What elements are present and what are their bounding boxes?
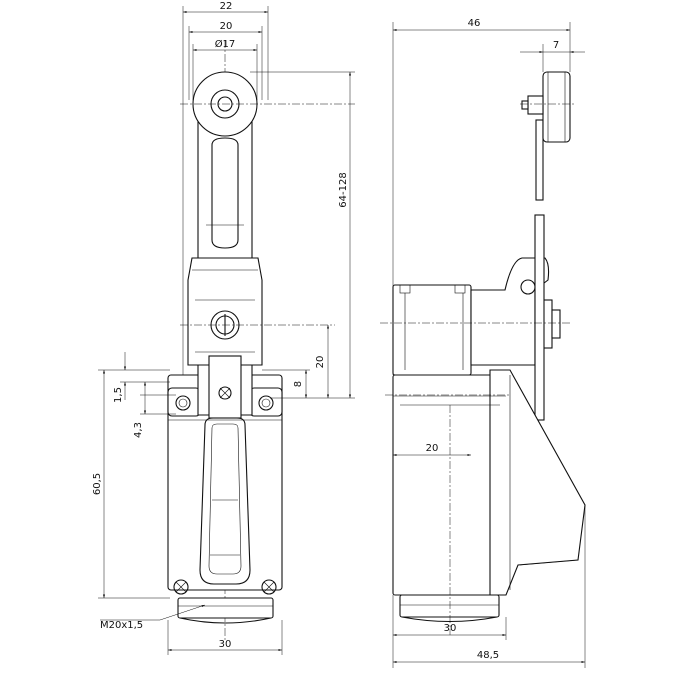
front-dimensions: 22 20 Ø17 64-128 20 8 1,5 4,3 bbox=[92, 1, 355, 655]
dim-8: 8 bbox=[293, 381, 304, 387]
dim-width-22: 22 bbox=[220, 1, 233, 12]
side-lever-plate bbox=[534, 214, 545, 421]
dim-1-5: 1,5 bbox=[113, 387, 124, 403]
dim-overall-depth: 46 bbox=[468, 18, 481, 29]
dim-width-20: 20 bbox=[220, 21, 233, 32]
mount-hole-right bbox=[258, 395, 274, 411]
front-view bbox=[167, 40, 355, 640]
actuator-shaft bbox=[208, 355, 242, 419]
mounting-ear-left bbox=[167, 387, 201, 417]
dim-roller-dia: Ø17 bbox=[215, 38, 236, 50]
side-cable-gland bbox=[399, 594, 500, 618]
cable-gland bbox=[177, 597, 274, 619]
dim-total-depth: 48,5 bbox=[477, 650, 499, 661]
mount-hole-left bbox=[175, 395, 191, 411]
side-lever-bracket bbox=[470, 257, 550, 366]
screw-bottom-right bbox=[261, 579, 277, 595]
dim-body-width-front: 30 bbox=[219, 639, 232, 650]
side-roller bbox=[542, 71, 571, 143]
mounting-ear-right bbox=[249, 387, 283, 417]
dim-body-height: 60,5 bbox=[92, 473, 103, 495]
screw-bottom-left bbox=[173, 579, 189, 595]
side-view bbox=[380, 71, 586, 635]
dim-lever-length: 64-128 bbox=[338, 172, 349, 207]
shaft-screw bbox=[218, 386, 232, 400]
dim-4-3: 4,3 bbox=[133, 422, 144, 438]
side-dimensions: 46 7 20 30 48,5 bbox=[392, 18, 586, 668]
side-body bbox=[392, 374, 507, 596]
dim-body-offset: 20 bbox=[426, 443, 439, 454]
dim-pivot-height: 20 bbox=[315, 356, 326, 369]
thread-label: M20x1,5 bbox=[100, 620, 143, 631]
dim-body-width-side: 30 bbox=[444, 623, 457, 634]
dim-roller-width: 7 bbox=[553, 40, 559, 51]
